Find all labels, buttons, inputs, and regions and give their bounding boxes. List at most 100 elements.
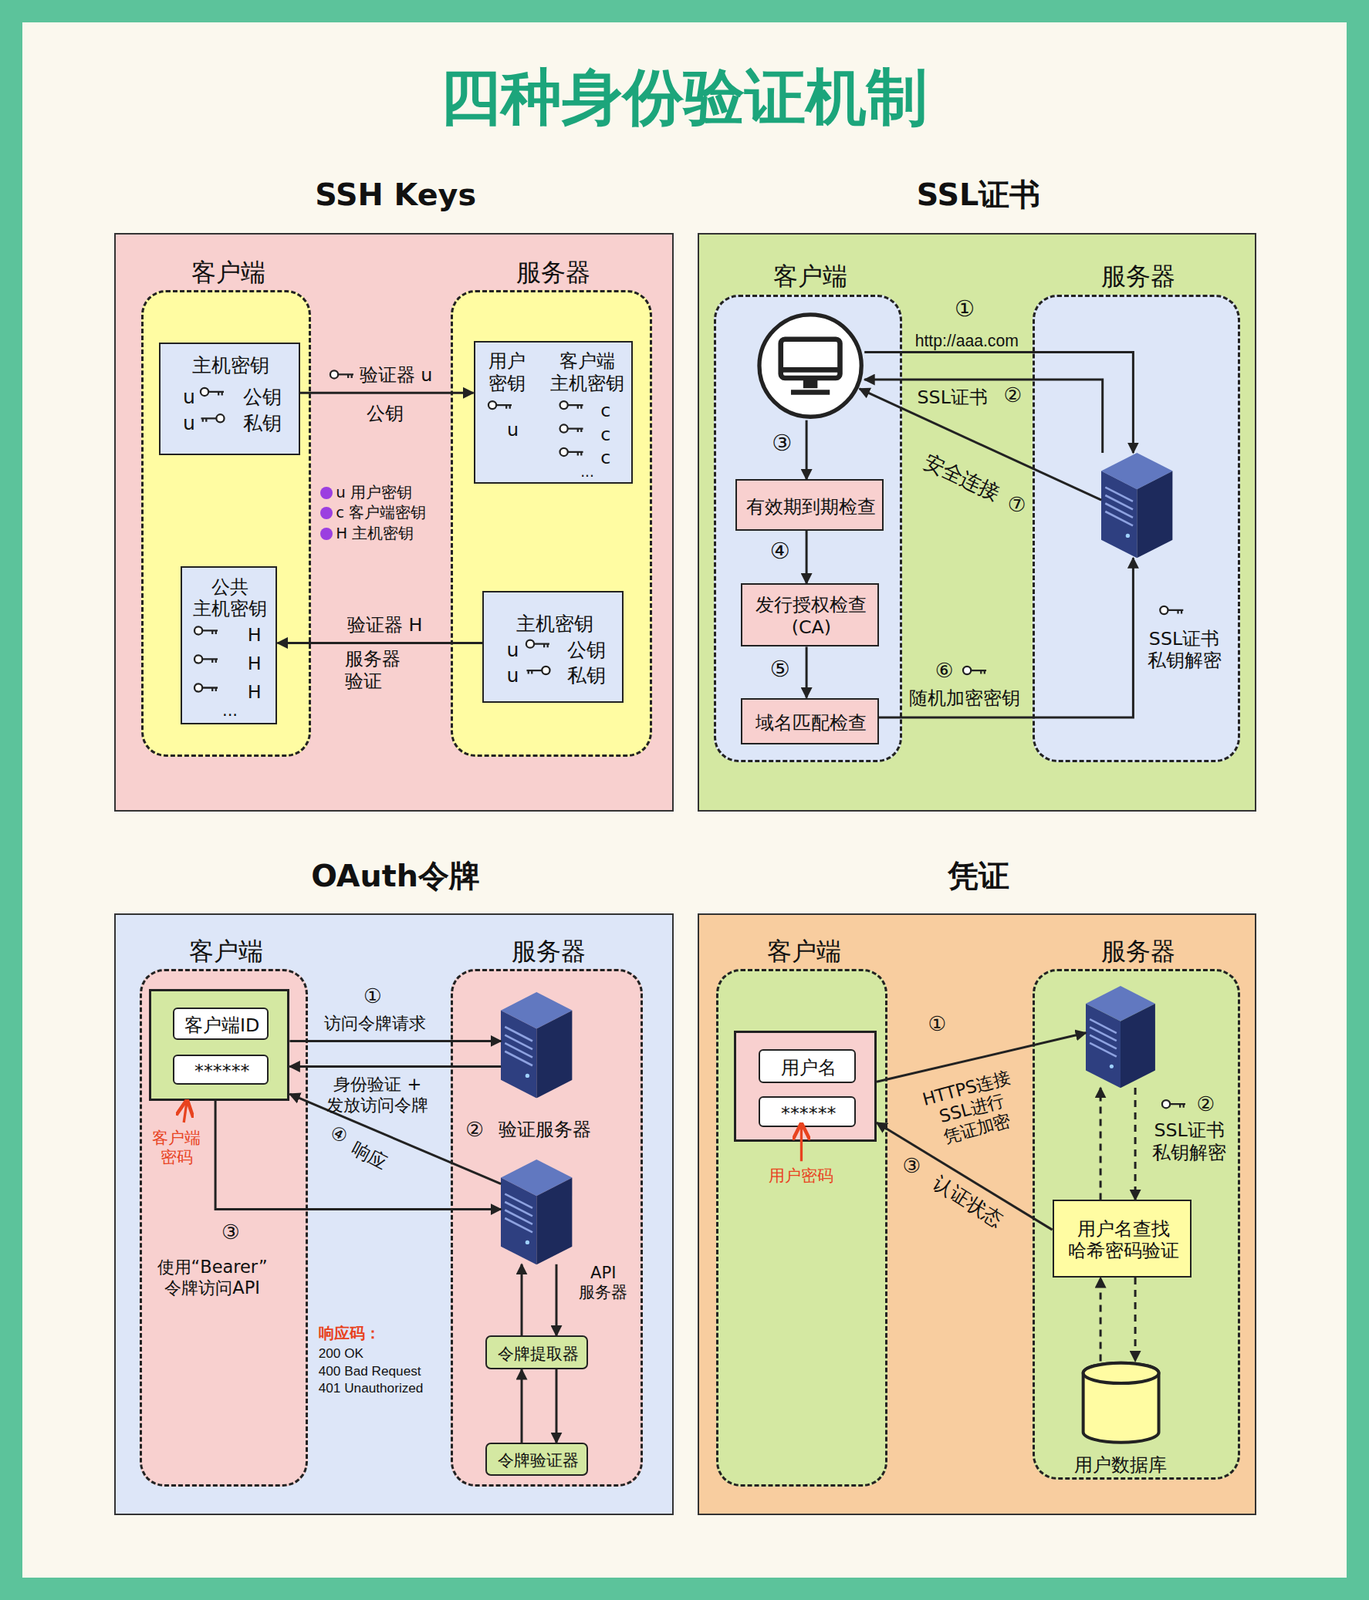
zone-region: 客户端用户名****** (716, 969, 888, 1488)
panel-heading: SSL证书 (916, 177, 1042, 215)
key-icon (1162, 1100, 1186, 1109)
status-code: 401 Unauthorized (318, 1380, 424, 1397)
server-icon-shape (1085, 986, 1156, 1089)
connector-arrow (864, 351, 1133, 453)
status-code: 200 OK (318, 1345, 364, 1363)
zone-region: 服务器用户 密钥客户端 主机密钥uccc...主机密钥u公钥u私钥 (450, 290, 653, 758)
node-label: c (600, 446, 611, 470)
process-box: 主机密钥u公钥u私钥 (158, 342, 301, 456)
server-icon-shape (1085, 986, 1156, 1089)
connector-arrow (300, 392, 474, 395)
node-label: 用户 密钥 (485, 351, 528, 396)
zone-region: 服务器 (1032, 294, 1241, 763)
node-label: 公钥 (567, 638, 606, 663)
zone-region: 服务器用户名查找 哈希密码验证用户数据库 (1032, 969, 1241, 1480)
process-box: 有效期到期检查 (735, 479, 884, 531)
edge-label: 认证状态 (929, 1172, 1008, 1234)
credential-box: 用户名 ****** (733, 1030, 877, 1143)
node-label: 令牌验证器 (497, 1451, 579, 1471)
connector-arrow (1134, 1088, 1137, 1201)
callout-number: ② (465, 1118, 484, 1143)
node-label: 发行授权检查 (CA) (753, 594, 869, 639)
connector-arrow (289, 1065, 501, 1069)
callout-number: ⑦ (1007, 492, 1027, 518)
connector-arrow (1099, 1277, 1102, 1362)
note-label: 验证服务器 (498, 1118, 592, 1142)
client-icon-shape (756, 311, 865, 420)
server-icon-shape (1101, 452, 1173, 558)
node-label: 用户数据库 (1074, 1454, 1167, 1478)
panel-heading: OAuth令牌 (310, 858, 480, 896)
callout-number: ⑤ (770, 655, 791, 683)
note-label: 客户端 密码 (147, 1128, 207, 1168)
diagram-title: 四种身份验证机制 (439, 60, 928, 134)
zone-region: 客户端有效期到期检查发行授权检查 (CA)域名匹配检查 (713, 294, 902, 763)
process-box: 发行授权检查 (CA) (740, 583, 879, 647)
key-icon (200, 388, 224, 396)
edge-label: 访问令牌请求 (324, 1012, 426, 1034)
connector-arrow (215, 1101, 501, 1211)
callout-number: ③ (771, 429, 792, 457)
edge-label: 验证器 H (347, 613, 423, 636)
key-icon (560, 424, 584, 433)
legend-swatch (320, 507, 333, 520)
server-icon-shape (1101, 452, 1173, 558)
key-icon (560, 448, 584, 457)
connector-arrow (878, 557, 1134, 718)
key-icon (201, 414, 225, 423)
panel-heading: 凭证 (947, 858, 1010, 896)
section-panel: OAuth令牌客户端客户端ID******服务器令牌提取器令牌验证器 (114, 913, 674, 1517)
edge-note: 公钥 (366, 402, 404, 425)
zone-heading: 客户端 (189, 936, 264, 967)
callout-number: ① (954, 294, 975, 322)
callout-number: ① (928, 1011, 947, 1037)
zone-heading: 服务器 (516, 257, 591, 288)
node-label: H (247, 652, 262, 676)
connector-arrow (289, 1040, 501, 1043)
key-icon (560, 401, 584, 410)
node-label: 客户端 主机密钥 (547, 351, 627, 396)
input-field: 用户名 (758, 1049, 856, 1084)
node-label: 私钥 (243, 412, 282, 436)
server-icon-shape (500, 992, 573, 1099)
leader-arrow (800, 1125, 803, 1163)
input-field: ****** (172, 1054, 269, 1086)
edge-label: HTTPS连接 SSL进行 凭证加密 (913, 1064, 1031, 1153)
connector-arrow (1099, 1088, 1102, 1201)
server-icon (1101, 452, 1173, 558)
node-label: 公钥 (243, 385, 282, 410)
panel-heading: SSH Keys (314, 177, 477, 215)
node-label: ****** (194, 1060, 250, 1083)
node-label: ... (580, 463, 595, 480)
zone-region: 客户端主机密钥u公钥u私钥公共 主机密钥HHH... (141, 290, 311, 758)
connector-arrow (864, 379, 1103, 453)
zone-heading: 服务器 (511, 936, 586, 967)
token-box: 令牌提取器 (485, 1335, 588, 1370)
connector-arrow (277, 642, 484, 645)
legend-label: c 客户端密钥 (335, 504, 426, 524)
note-label: 响应码： (318, 1325, 381, 1344)
note-label: SSL证书 私钥解密 (1146, 1120, 1232, 1165)
connector-arrow (520, 1264, 524, 1337)
node-label: H (247, 624, 262, 647)
callout-number: ③ (221, 1220, 240, 1245)
zone-heading: 客户端 (773, 261, 848, 291)
server-icon-shape (500, 1159, 573, 1265)
edge-note: 服务器 验证 (344, 649, 408, 693)
legend-swatch (320, 486, 333, 500)
node-label: ... (222, 700, 238, 720)
key-icon (1159, 606, 1184, 615)
input-field: ****** (758, 1096, 856, 1128)
section-panel: SSH Keys客户端主机密钥u公钥u私钥公共 主机密钥HHH...服务器用户 … (114, 233, 674, 812)
connector-arrow (1134, 1277, 1137, 1362)
edge-label: SSL证书 (917, 385, 988, 409)
note-label: 用户密码 (768, 1166, 834, 1186)
callout-number: ③ (902, 1153, 921, 1179)
node-label: 私钥 (567, 664, 606, 688)
callout-number: ⑥ (935, 658, 954, 683)
process-box: 公共 主机密钥HHH... (180, 566, 278, 725)
callout-number: ④ (326, 1121, 352, 1149)
